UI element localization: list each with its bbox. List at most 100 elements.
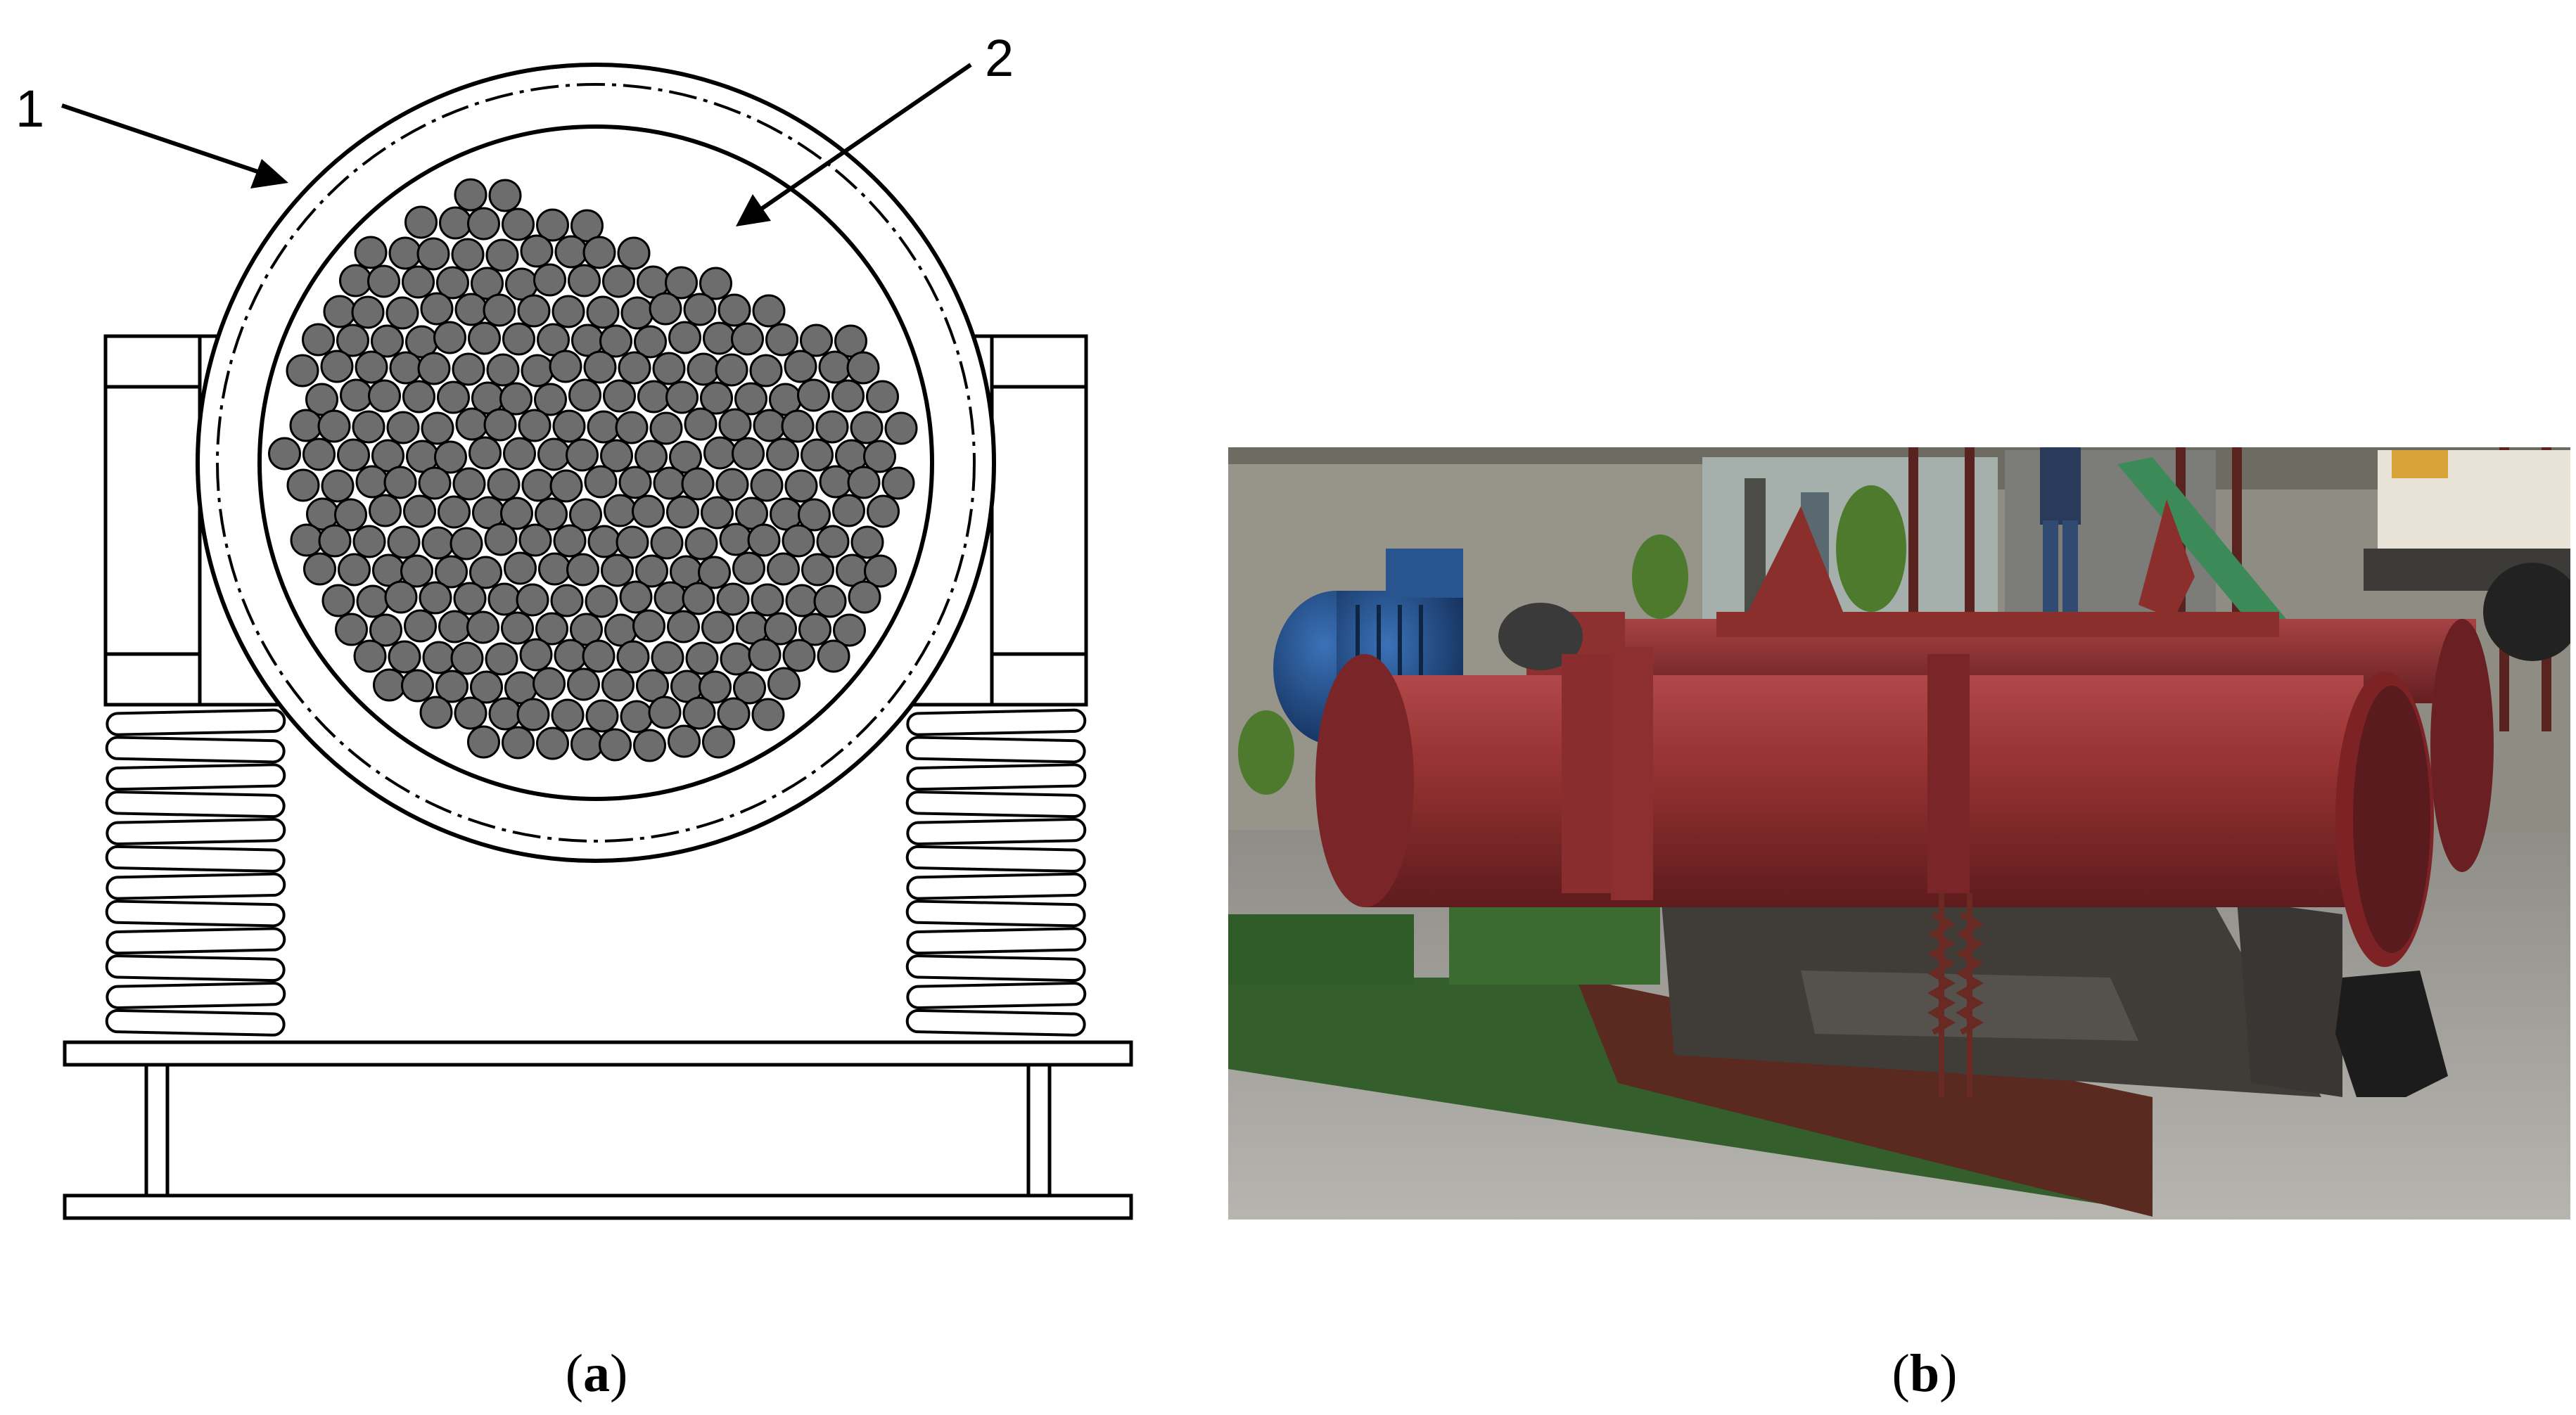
- spring-coil: [905, 954, 1086, 982]
- spring-right: [905, 708, 1087, 1037]
- grinding-ball: [632, 609, 665, 643]
- grinding-ball: [451, 238, 485, 271]
- grinding-ball: [649, 411, 683, 445]
- grinding-ball: [866, 380, 899, 414]
- grinding-ball: [433, 321, 466, 354]
- grinding-ball: [618, 466, 652, 499]
- grinding-ball: [734, 382, 767, 416]
- grinding-ball: [566, 438, 599, 472]
- grinding-ball: [454, 696, 487, 730]
- grinding-ball: [584, 465, 618, 499]
- grinding-ball: [551, 295, 585, 328]
- grinding-ball: [552, 409, 586, 443]
- grinding-ball: [534, 383, 567, 416]
- grinding-ball: [499, 382, 533, 416]
- green-beam: [2117, 457, 2286, 633]
- grinding-ball: [520, 234, 554, 268]
- grinding-ball: [699, 267, 732, 300]
- grinding-ball: [453, 582, 487, 615]
- spring-coil: [106, 763, 286, 791]
- grinding-ball: [649, 292, 682, 326]
- grinding-ball: [503, 437, 536, 470]
- grinding-ball: [718, 408, 752, 442]
- grinding-ball: [603, 379, 636, 413]
- grinding-ball: [385, 296, 419, 330]
- grinding-ball: [717, 697, 751, 731]
- person: [2040, 447, 2081, 626]
- grinding-ball: [583, 350, 617, 384]
- grinding-ball: [404, 609, 437, 643]
- grinding-ball: [352, 410, 385, 444]
- grinding-ball: [719, 523, 753, 556]
- grinding-ball: [289, 409, 323, 442]
- grinding-ball: [320, 350, 354, 383]
- grinding-ball: [602, 264, 635, 298]
- grinding-ball: [765, 323, 798, 357]
- grinding-ball: [632, 494, 665, 528]
- grinding-ball: [554, 639, 587, 672]
- grinding-ball: [566, 553, 599, 587]
- grinding-ball: [653, 581, 687, 615]
- grinding-ball: [384, 580, 418, 614]
- grinding-ball: [715, 353, 748, 387]
- grinding-ball: [682, 582, 715, 615]
- grinding-ball: [701, 496, 734, 530]
- grinding-ball: [302, 323, 335, 357]
- grinding-ball: [683, 293, 717, 326]
- grinding-ball: [416, 237, 450, 271]
- grinding-ball: [471, 267, 504, 300]
- grinding-ball: [337, 438, 370, 472]
- grinding-ball: [847, 466, 881, 499]
- grinding-ball: [452, 352, 485, 386]
- grinding-ball: [818, 350, 852, 384]
- spring-coil: [106, 982, 286, 1009]
- grinding-ball: [599, 728, 632, 762]
- spring-coil: [906, 763, 1087, 791]
- callout-arrow-2: [736, 63, 972, 226]
- grinding-ball: [619, 580, 653, 614]
- grinding-ball: [483, 408, 517, 442]
- grinding-ball: [302, 437, 336, 471]
- grinding-ball: [884, 411, 918, 445]
- grinding-ball: [335, 613, 368, 646]
- grinding-ball: [751, 698, 785, 731]
- grinding-ball: [402, 380, 435, 414]
- grinding-ball: [369, 494, 402, 527]
- grinding-ball: [369, 613, 402, 647]
- grinding-ball: [516, 698, 550, 731]
- callout-arrow-1: [61, 103, 288, 188]
- grinding-ball: [487, 468, 521, 501]
- grinding-ball: [403, 494, 436, 528]
- grinding-ball: [750, 468, 784, 502]
- grinding-ball: [466, 610, 499, 644]
- grinding-ball: [618, 351, 651, 385]
- grinding-ball: [536, 726, 569, 760]
- grinding-ball: [733, 671, 766, 705]
- grinding-ball: [665, 266, 698, 300]
- grinding-ball: [469, 556, 502, 589]
- grinding-ball: [751, 583, 784, 617]
- grinding-ball: [533, 667, 566, 700]
- grinding-ball: [863, 440, 896, 473]
- grinding-ball: [665, 380, 699, 414]
- grinding-ball: [321, 584, 355, 617]
- grinding-ball: [681, 467, 715, 501]
- grinding-ball: [767, 552, 800, 586]
- grinding-ball: [831, 379, 865, 413]
- grinding-ball: [634, 325, 667, 359]
- caption-b: (b): [1892, 1344, 1958, 1403]
- grinding-ball: [387, 525, 421, 559]
- spring-coil: [106, 927, 286, 955]
- grinding-ball: [635, 440, 668, 473]
- grinding-ball: [685, 641, 719, 675]
- grinding-ball: [633, 729, 666, 762]
- linkage-arms: [1716, 499, 2279, 637]
- truck: [2364, 450, 2570, 661]
- grinding-ball: [549, 350, 582, 383]
- grinding-ball: [400, 554, 433, 588]
- grinding-ball: [601, 553, 634, 587]
- grinding-ball: [800, 324, 833, 357]
- spring-left: [105, 708, 286, 1037]
- grinding-ball: [371, 439, 404, 473]
- grinding-ball: [536, 208, 569, 242]
